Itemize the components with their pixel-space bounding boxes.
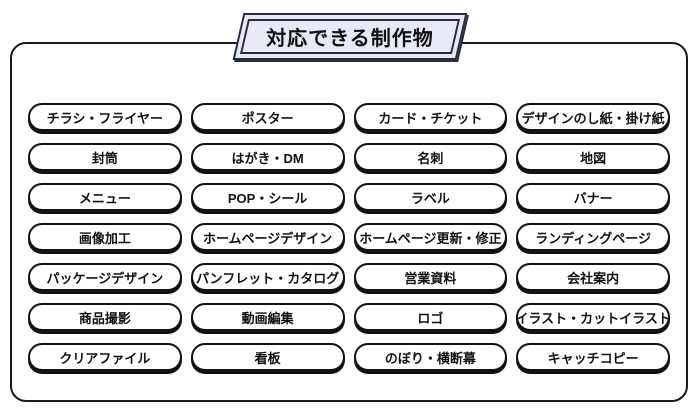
services-frame: チラシ・フライヤーポスターカード・チケットデザインのし紙・掛け紙封筒はがき・DM… xyxy=(10,42,688,402)
service-pill: イラスト・カットイラスト xyxy=(516,303,670,331)
service-pill: 商品撮影 xyxy=(28,303,182,331)
service-pill: カード・チケット xyxy=(353,103,508,131)
service-pill: ポスター xyxy=(190,103,345,131)
service-pill: 看板 xyxy=(190,343,345,371)
service-pill: ホームページデザイン xyxy=(190,223,345,251)
service-pill: パッケージデザイン xyxy=(28,263,182,291)
services-grid: チラシ・フライヤーポスターカード・チケットデザインのし紙・掛け紙封筒はがき・DM… xyxy=(28,103,670,371)
service-pill: クリアファイル xyxy=(28,343,182,371)
service-pill: バナー xyxy=(516,183,670,211)
page-title: 対応できる制作物 xyxy=(266,28,434,50)
service-pill: ホームページ更新・修正 xyxy=(353,223,508,251)
service-pill: デザインのし紙・掛け紙 xyxy=(516,103,670,131)
service-pill: 画像加工 xyxy=(28,223,182,251)
service-pill: POP・シール xyxy=(190,183,345,211)
service-pill: チラシ・フライヤー xyxy=(28,103,182,131)
service-pill: ランディングページ xyxy=(516,223,670,251)
service-pill: キャッチコピー xyxy=(516,343,670,371)
service-pill: メニュー xyxy=(28,183,182,211)
title-badge: 対応できる制作物 xyxy=(232,13,468,60)
service-pill: 封筒 xyxy=(28,143,182,171)
service-pill: 営業資料 xyxy=(353,263,508,291)
service-pill: ラベル xyxy=(353,183,508,211)
service-pill: パンフレット・カタログ xyxy=(190,263,345,291)
service-pill: はがき・DM xyxy=(190,143,345,171)
service-pill: 動画編集 xyxy=(190,303,345,331)
service-pill: 名刺 xyxy=(353,143,508,171)
service-pill: のぼり・横断幕 xyxy=(353,343,508,371)
service-pill: 地図 xyxy=(516,143,670,171)
service-pill: ロゴ xyxy=(353,303,508,331)
service-pill: 会社案内 xyxy=(516,263,670,291)
